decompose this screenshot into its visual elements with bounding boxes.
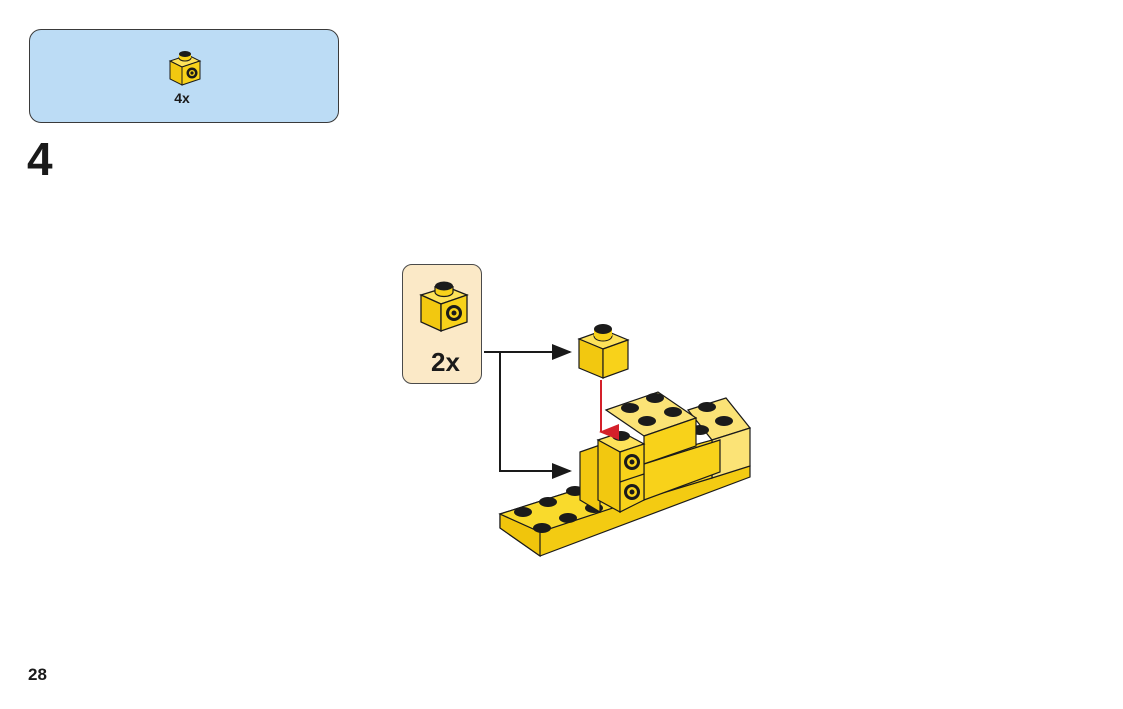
- parts-quantity: 4x: [174, 90, 190, 106]
- brick-1x1-side-stud-icon: [168, 51, 202, 86]
- brick-1x1-side-stud-icon: [419, 281, 469, 333]
- parts-list-box: 4x: [29, 29, 339, 123]
- placement-arrows: [484, 344, 572, 479]
- side-stud-brick-stack: [579, 431, 646, 514]
- sub-step-callout: 2x: [402, 264, 482, 384]
- callout-quantity: 2x: [431, 347, 460, 377]
- top-center-brick: [604, 391, 721, 501]
- page-number: 28: [28, 665, 47, 684]
- step-number: 4: [27, 133, 53, 185]
- floating-1x1-brick: [577, 324, 630, 379]
